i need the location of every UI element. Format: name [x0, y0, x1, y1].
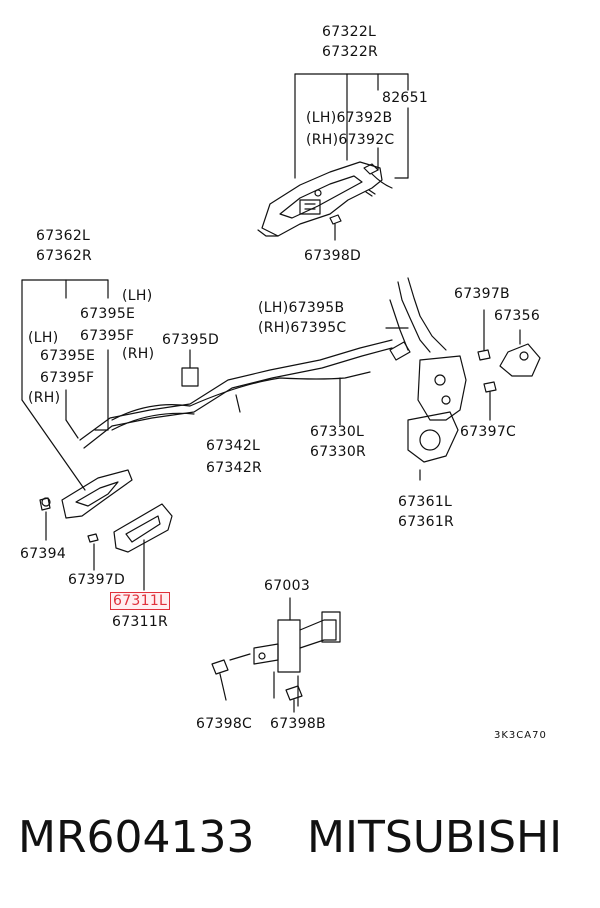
label-67361r: 67361R: [398, 514, 455, 530]
part-number: MR604133: [18, 812, 255, 863]
label-67395c: (RH)67395C: [258, 320, 347, 336]
label-67356: 67356: [494, 308, 541, 324]
outside-handle: [257, 161, 393, 237]
diagram-code: 3K3CA70: [494, 730, 547, 741]
label-67342r: 67342R: [206, 460, 263, 476]
screw-67397c: [483, 381, 497, 421]
bolt-67398b: [285, 685, 303, 713]
label-67395e: 67395E: [80, 306, 136, 322]
label-67395b: (LH)67395B: [258, 300, 345, 316]
label-67394: 67394: [20, 546, 67, 562]
label-67003: 67003: [264, 578, 311, 594]
label-67322l: 67322L: [322, 24, 377, 40]
label-67322r: 67322R: [322, 44, 379, 60]
label-67397d: 67397D: [68, 572, 126, 588]
label-67398c: 67398C: [196, 716, 253, 732]
screw-67397b: [477, 309, 491, 361]
label-67330r: 67330R: [310, 444, 367, 460]
label-67361l: 67361L: [398, 494, 453, 510]
label-82651: 82651: [382, 90, 429, 106]
door-latch: [385, 277, 467, 481]
clip-67395d: [181, 349, 199, 387]
label-67395d: 67395D: [162, 332, 220, 348]
footer: MR604133 MITSUBISHI: [0, 800, 600, 890]
label-67342l: 67342L: [206, 438, 261, 454]
label-rh-left: (RH): [28, 390, 61, 406]
rod-cables: [79, 339, 393, 449]
inside-handle: [39, 469, 133, 541]
label-lh-left: (LH): [28, 330, 59, 346]
screw-67398d: [329, 214, 342, 241]
inside-handle-leaders: [21, 279, 109, 491]
label-67395e-left: 67395E: [40, 348, 96, 364]
label-67362r: 67362R: [36, 248, 93, 264]
label-lh-right: (LH): [122, 288, 153, 304]
label-67362l: 67362L: [36, 228, 91, 244]
label-67397c: 67397C: [460, 424, 517, 440]
striker-67356: [499, 329, 541, 377]
escutcheon-67311: [113, 503, 173, 591]
door-check-67003: [253, 597, 341, 707]
bolt-67398c: [211, 653, 251, 701]
label-67398b: 67398B: [270, 716, 326, 732]
label-67398d: 67398D: [304, 248, 362, 264]
brand-name: MITSUBISHI: [307, 812, 563, 863]
label-67392c: (RH)67392C: [306, 132, 395, 148]
label-67392b: (LH)67392B: [306, 110, 393, 126]
label-67311r: 67311R: [112, 614, 169, 630]
label-rh-right: (RH): [122, 346, 155, 362]
label-67395f-left: 67395F: [40, 370, 95, 386]
screw-67397d: [87, 533, 99, 571]
label-67397b: 67397B: [454, 286, 510, 302]
label-67395f: 67395F: [80, 328, 135, 344]
label-67330l: 67330L: [310, 424, 365, 440]
label-67311l-highlighted[interactable]: 67311L: [110, 592, 171, 610]
outside-handle-leaders: [294, 73, 409, 179]
